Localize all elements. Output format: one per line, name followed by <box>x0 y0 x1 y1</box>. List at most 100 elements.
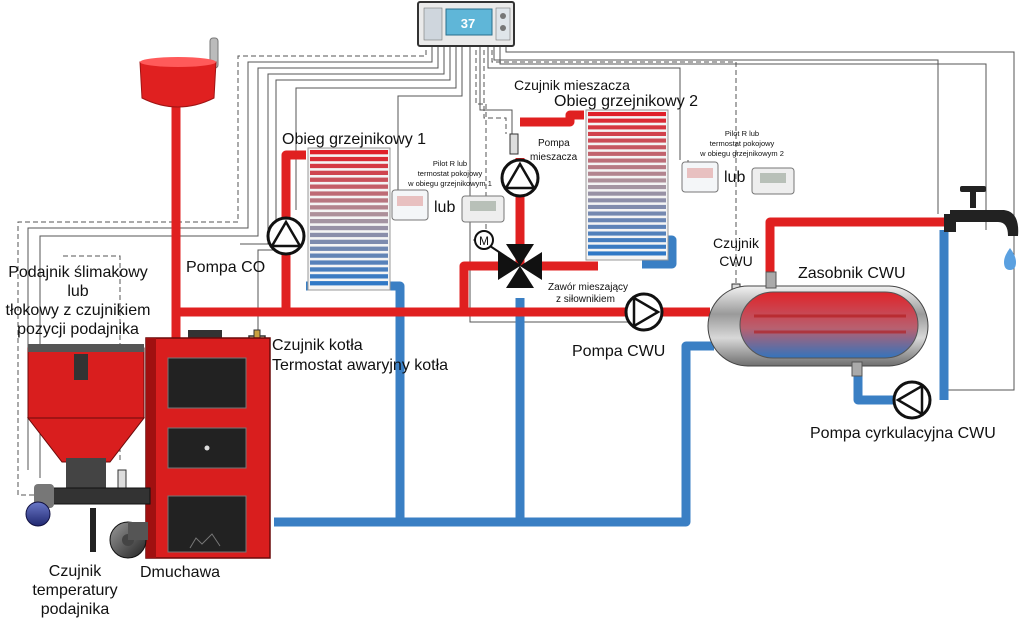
feeder-temp-sensor-label: Czujnik temperatury podajnika <box>32 563 117 618</box>
dhw-sensor-label-line-2: CWU <box>719 253 752 269</box>
radiator-fin <box>588 125 666 130</box>
radiator-fin <box>588 165 666 170</box>
radiator-fin <box>310 198 388 203</box>
radiator-fin <box>588 158 666 163</box>
radiator-fin <box>588 138 666 143</box>
feeder-label: Podajnik ślimakowy lub tłokowy z czujnik… <box>6 264 151 338</box>
mixing-valve-label-line-2: z siłownikiem <box>556 294 615 305</box>
radiator-fin <box>310 281 388 286</box>
feeder-label-line-1: Podajnik ślimakowy <box>8 264 148 281</box>
radiator-fin <box>588 244 666 249</box>
radiator-fin <box>588 218 666 223</box>
fuel-feeder <box>25 344 151 527</box>
radiator-fin <box>310 150 388 155</box>
radiator-fin <box>588 251 666 256</box>
radiator-2 <box>585 109 669 261</box>
pilot-r-1 <box>391 189 429 221</box>
feeder-label-line-2: lub <box>67 283 88 300</box>
mixer-sensor-label: Czujnik mieszacza <box>514 77 630 93</box>
radiator-fin <box>310 232 388 238</box>
circulation-pump-label: Pompa cyrkulacyjna CWU <box>810 425 996 442</box>
radiator-fin <box>310 191 388 196</box>
dhw-pump-icon <box>624 292 664 332</box>
radiator-fin <box>588 151 666 156</box>
mixer-pump-label-line-2: mieszacza <box>530 152 578 163</box>
radiator-fin <box>310 267 388 272</box>
boiler-sensor-label-line-1: Czujnik kotła <box>272 337 363 354</box>
radiator-fin <box>310 184 388 189</box>
radiator-fin <box>310 274 388 279</box>
feeder-temp-sensor-label-line-1: Czujnik <box>49 563 102 580</box>
mixing-valve-label-line-1: Zawór mieszający <box>548 282 628 293</box>
radiator-fin <box>588 231 666 236</box>
mixing-valve-icon: M <box>474 230 542 288</box>
mixer-pump-label-line-1: Pompa <box>538 138 570 149</box>
radiator-1 <box>307 147 391 291</box>
feeder-label-line-4: pozycji podajnika <box>17 321 139 338</box>
pilot-2-label-line-1: Pilot R lub <box>725 129 759 138</box>
pilot-2-label: Pilot R lub termostat pokojowy w obiegu … <box>699 129 784 158</box>
pilot-2-label-line-2: termostat pokojowy <box>710 139 775 148</box>
dhw-sensor-label-line-1: Czujnik <box>713 235 760 251</box>
radiator-2-fins <box>588 112 666 256</box>
radiator-fin <box>588 191 666 196</box>
feeder-temp-sensor-label-line-3: podajnika <box>41 601 110 618</box>
motor-symbol: M <box>479 234 489 248</box>
mixer-pump-icon <box>500 158 540 198</box>
radiator-fin <box>588 224 666 229</box>
boiler-sensor-label: Czujnik kotła Termostat awaryjny kotła <box>272 337 448 374</box>
radiator-fin <box>588 178 666 183</box>
radiator-fin <box>588 185 666 190</box>
dhw-sensor-label: Czujnik CWU <box>713 235 760 269</box>
radiator-fin <box>588 204 666 209</box>
radiator-circuit-1-label: Obieg grzejnikowy 1 <box>282 131 426 148</box>
radiator-fin <box>588 211 666 216</box>
dhw-pump-label: Pompa CWU <box>572 343 665 360</box>
pump-co-label: Pompa CO <box>186 259 265 276</box>
radiator-fin <box>310 253 388 258</box>
mixing-valve-label: Zawór mieszający z siłownikiem <box>548 282 628 305</box>
radiator-fin <box>310 246 388 251</box>
pilot-1-label-line-1: Pilot R lub <box>433 159 467 168</box>
room-thermostat-2 <box>751 167 795 195</box>
radiator-fin <box>588 118 666 123</box>
dhw-tank <box>707 271 929 377</box>
pilot-1-label-line-3: w obiegu grzejnikowym 1 <box>407 179 492 188</box>
radiator-fin <box>588 112 666 117</box>
feeder-temp-sensor-label-line-2: temperatury <box>32 582 117 599</box>
pilot-2-label-line-3: w obiegu grzejnikowym 2 <box>699 149 784 158</box>
radiator-fin <box>310 239 388 244</box>
mixer-sensor-probe <box>509 133 519 155</box>
dhw-tank-label: Zasobnik CWU <box>798 265 906 282</box>
radiator-fin <box>310 225 388 231</box>
radiator-fin <box>310 177 388 182</box>
radiator-fin <box>588 131 666 136</box>
pilot-1-label-line-2: termostat pokojowy <box>418 169 483 178</box>
radiator-fin <box>310 219 388 224</box>
room-thermostat-1 <box>461 195 505 223</box>
controller-unit: 37 <box>417 1 515 47</box>
radiator-fin <box>310 205 388 210</box>
radiator-fin <box>310 260 388 265</box>
radiator-fin <box>588 198 666 203</box>
circulation-pump-icon <box>892 380 932 420</box>
pilot-1-label: Pilot R lub termostat pokojowy w obiegu … <box>407 159 492 188</box>
or-label-2: lub <box>724 169 745 186</box>
hot-water-pipes <box>171 104 946 340</box>
radiator-1-fins <box>310 150 388 286</box>
pump-co-icon <box>266 216 306 256</box>
radiator-fin <box>310 170 388 175</box>
radiator-fin <box>310 163 388 169</box>
radiator-fin <box>588 171 666 176</box>
radiator-fin <box>310 156 388 162</box>
mixer-pump-label: Pompa mieszacza <box>530 138 578 163</box>
radiator-fin <box>588 238 666 243</box>
radiator-fin <box>310 212 388 217</box>
radiator-circuit-2-label: Obieg grzejnikowy 2 <box>554 93 698 110</box>
or-label-1: lub <box>434 199 455 216</box>
expansion-tank <box>139 37 219 108</box>
water-tap-icon <box>944 186 1019 270</box>
boiler-sensor-label-line-2: Termostat awaryjny kotła <box>272 357 448 374</box>
